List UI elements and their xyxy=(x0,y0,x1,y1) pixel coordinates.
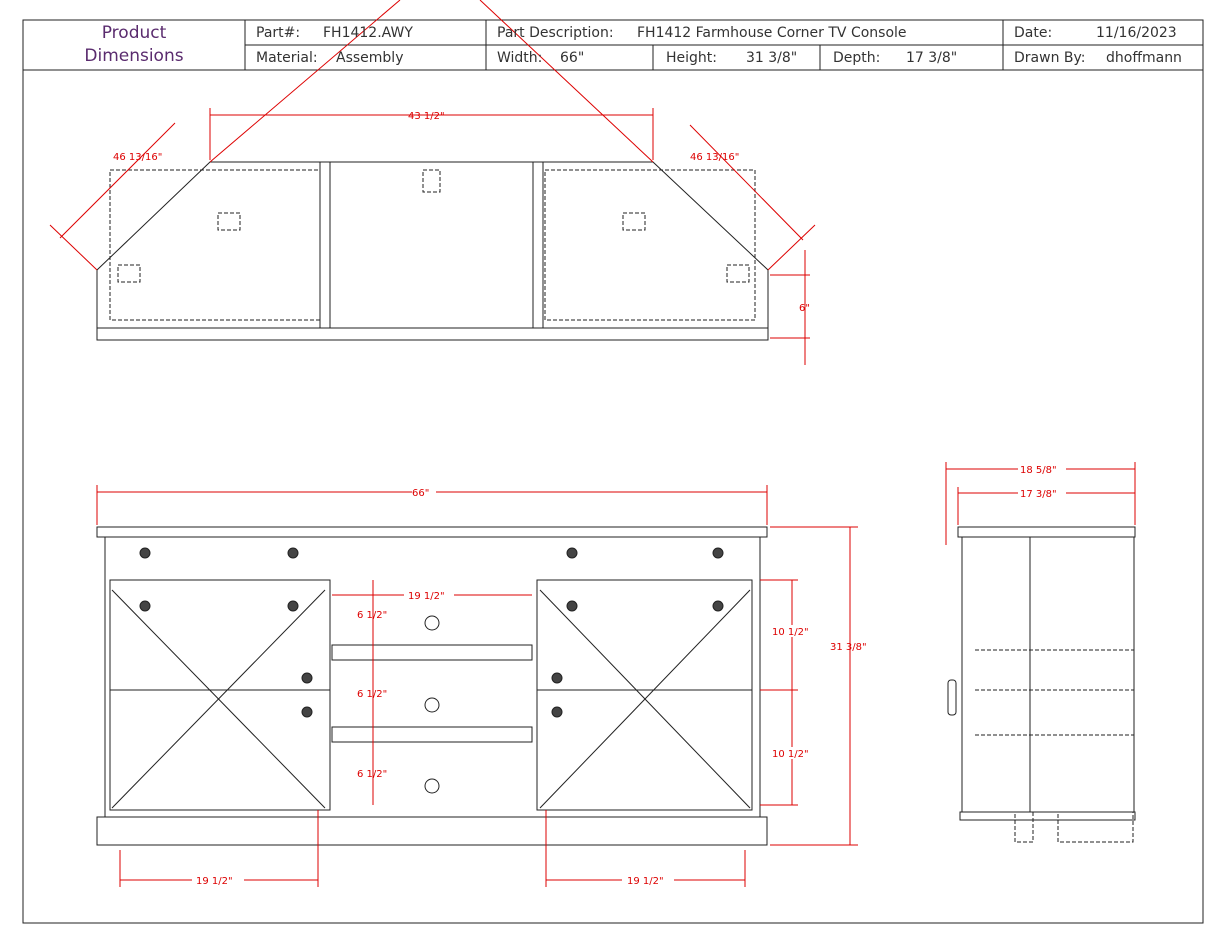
title-block xyxy=(22,19,1204,924)
drawn-by-value: dhoffmann xyxy=(1106,50,1182,66)
side-view xyxy=(947,526,1136,843)
dim-front-width: 66" xyxy=(412,488,429,499)
height-value: 31 3/8" xyxy=(746,50,798,66)
sheet-title: Product Dimensions xyxy=(24,22,244,68)
dim-top-diag-right: 46 13/16" xyxy=(690,152,739,163)
dim-top-depth: 6" xyxy=(799,303,810,314)
material-label: Material: xyxy=(256,50,318,66)
title-line-1: Product xyxy=(101,23,167,43)
front-view xyxy=(96,526,768,846)
width-value: 66" xyxy=(560,50,585,66)
dim-shelf-1: 6 1/2" xyxy=(357,610,387,621)
depth-value: 17 3/8" xyxy=(906,50,958,66)
dim-overall-height: 31 3/8" xyxy=(830,642,867,653)
dim-left-door: 19 1/2" xyxy=(196,876,233,887)
date-label: Date: xyxy=(1014,25,1053,41)
dim-side-depth: 17 3/8" xyxy=(1020,489,1057,500)
front-dims xyxy=(96,485,858,887)
top-view xyxy=(96,161,769,341)
height-label: Height: xyxy=(666,50,717,66)
width-label: Width: xyxy=(497,50,543,66)
description-value: FH1412 Farmhouse Corner TV Console xyxy=(637,25,907,41)
dim-shelf-2: 6 1/2" xyxy=(357,689,387,700)
drawn-by-label: Drawn By: xyxy=(1014,50,1086,66)
dim-right-door: 19 1/2" xyxy=(627,876,664,887)
dim-door-lower: 10 1/2" xyxy=(772,749,809,760)
part-value: FH1412.AWY xyxy=(323,25,413,41)
dim-top-width: 43 1/2" xyxy=(408,111,445,122)
dim-top-diag-left: 46 13/16" xyxy=(113,152,162,163)
description-label: Part Description: xyxy=(497,25,614,41)
dim-side-overall: 18 5/8" xyxy=(1020,465,1057,476)
dim-door-upper: 10 1/2" xyxy=(772,627,809,638)
dim-center-width: 19 1/2" xyxy=(408,591,445,602)
material-value: Assembly xyxy=(336,50,404,66)
date-value: 11/16/2023 xyxy=(1096,25,1177,41)
depth-label: Depth: xyxy=(833,50,881,66)
part-label: Part#: xyxy=(256,25,301,41)
dim-shelf-3: 6 1/2" xyxy=(357,769,387,780)
top-dims xyxy=(49,0,816,365)
title-line-2: Dimensions xyxy=(84,46,184,66)
